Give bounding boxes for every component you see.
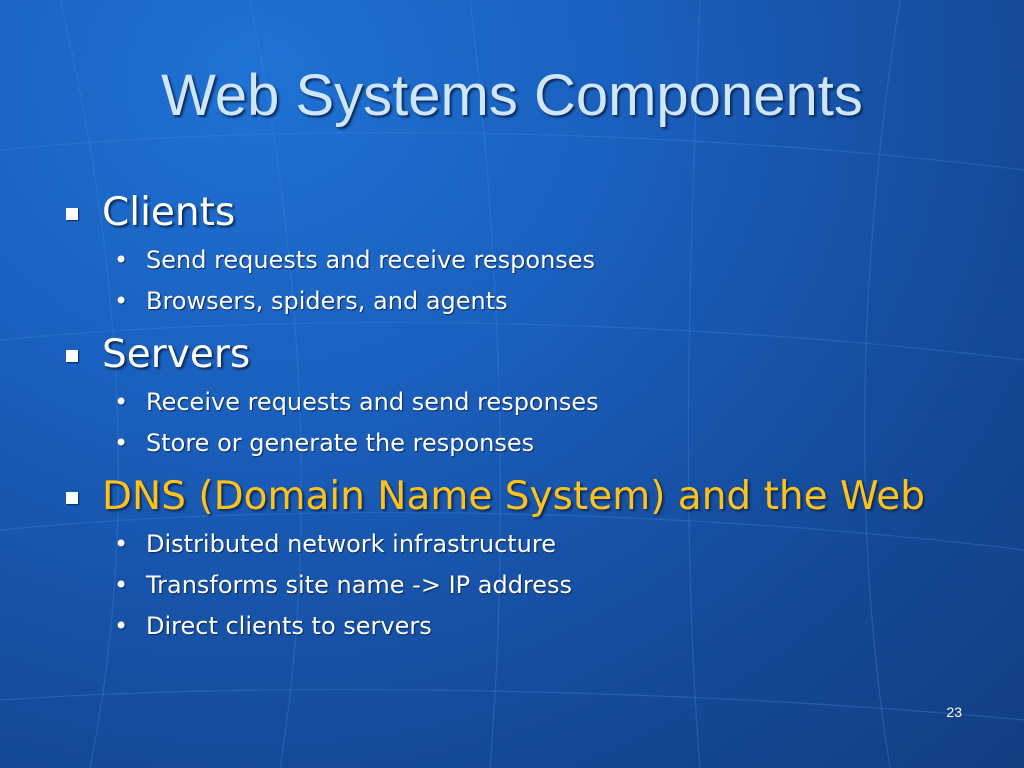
list-item: DNS (Domain Name System) and the Web • D… bbox=[62, 470, 982, 647]
bullet-level2: • Distributed network infrastructure bbox=[62, 524, 982, 565]
bullet-level2: • Receive requests and send responses bbox=[62, 382, 982, 423]
page-number: 23 bbox=[946, 704, 962, 720]
sub-bullet-text: Transforms site name -> IP address bbox=[146, 571, 573, 599]
bullet-level2: • Direct clients to servers bbox=[62, 606, 982, 647]
sub-bullet-text: Direct clients to servers bbox=[146, 612, 432, 640]
sub-list: • Send requests and receive responses • … bbox=[62, 240, 982, 322]
sub-bullet-text: Send requests and receive responses bbox=[146, 246, 596, 274]
bullet-text: Clients bbox=[102, 190, 236, 235]
dot-bullet-icon: • bbox=[114, 612, 129, 640]
bullet-level2: • Send requests and receive responses bbox=[62, 240, 982, 281]
bullet-level2: • Browsers, spiders, and agents bbox=[62, 281, 982, 322]
sub-bullet-text: Store or generate the responses bbox=[146, 429, 535, 457]
sub-list: • Distributed network infrastructure • T… bbox=[62, 524, 982, 647]
bullet-level1: Clients bbox=[62, 186, 982, 240]
dot-bullet-icon: • bbox=[114, 530, 129, 558]
dot-bullet-icon: • bbox=[114, 429, 129, 457]
bullet-level1: Servers bbox=[62, 328, 982, 382]
bullet-level2: • Store or generate the responses bbox=[62, 423, 982, 464]
bullet-text: DNS (Domain Name System) and the Web bbox=[102, 474, 925, 519]
list-item: Servers • Receive requests and send resp… bbox=[62, 328, 982, 464]
slide-title: Web Systems Components bbox=[161, 63, 863, 128]
list-item: Clients • Send requests and receive resp… bbox=[62, 186, 982, 322]
sub-bullet-text: Receive requests and send responses bbox=[146, 388, 599, 416]
square-bullet-icon bbox=[66, 208, 78, 220]
sub-list: • Receive requests and send responses • … bbox=[62, 382, 982, 464]
dot-bullet-icon: • bbox=[114, 388, 129, 416]
bullet-text: Servers bbox=[102, 332, 251, 377]
square-bullet-icon bbox=[66, 350, 78, 362]
dot-bullet-icon: • bbox=[114, 571, 129, 599]
sub-bullet-text: Browsers, spiders, and agents bbox=[146, 287, 508, 315]
dot-bullet-icon: • bbox=[114, 287, 129, 315]
bullet-list: Clients • Send requests and receive resp… bbox=[62, 186, 982, 647]
square-bullet-icon bbox=[66, 492, 78, 504]
bullet-level2: • Transforms site name -> IP address bbox=[62, 565, 982, 606]
bullet-level1-highlighted: DNS (Domain Name System) and the Web bbox=[62, 470, 982, 524]
dot-bullet-icon: • bbox=[114, 246, 129, 274]
sub-bullet-text: Distributed network infrastructure bbox=[146, 530, 556, 558]
